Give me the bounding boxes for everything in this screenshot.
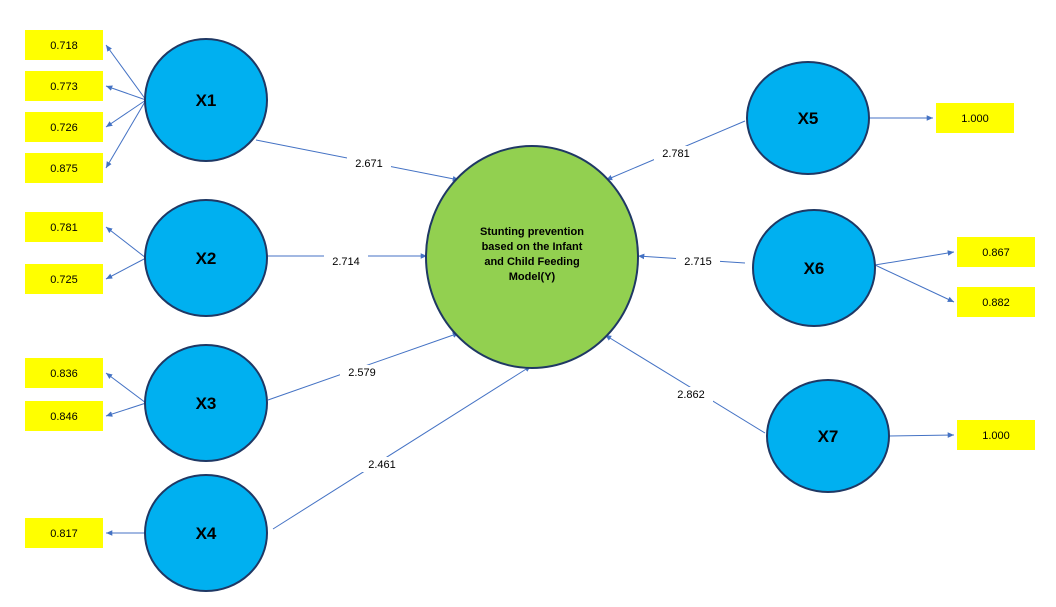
latent-label-x5: X5: [798, 109, 819, 128]
path-coefficient-x4: 2.461: [368, 459, 396, 471]
loading-arrow-x6-1: [874, 250, 955, 266]
latent-label-x6: X6: [804, 259, 825, 278]
loading-value-x3-2: 0.846: [50, 411, 78, 423]
loading-value-x6-1: 0.867: [982, 247, 1010, 259]
path-coefficient-x1: 2.671: [355, 158, 383, 170]
latent-node-x2: [144, 199, 268, 317]
latent-node-x4: [144, 474, 268, 592]
latent-node-x7: [766, 379, 890, 493]
path-coefficient-x6: 2.715: [684, 256, 712, 268]
loading-value-x1-1: 0.718: [50, 40, 78, 52]
latent-node-x3: [144, 344, 268, 462]
labels-layer: Stunting prevention based on the Infant an…: [50, 40, 1010, 543]
indicator-box-x1-2: [25, 71, 103, 101]
center-construct-label-line-1: Stunting prevention: [480, 226, 584, 238]
loading-value-x2-1: 0.781: [50, 222, 78, 234]
latent-node-x6: [752, 209, 876, 327]
loading-arrow-x7-1: [888, 432, 955, 438]
path-coefficient-bg-x2: [324, 254, 368, 269]
loading-value-x1-3: 0.726: [50, 122, 78, 134]
loading-value-x4-1: 0.817: [50, 528, 78, 540]
loading-arrow-x1-2: [105, 85, 147, 101]
path-coefficient-x7: 2.862: [677, 389, 705, 401]
indicator-box-x7-1: [957, 420, 1035, 450]
indicator-box-x1-4: [25, 153, 103, 183]
latent-label-x7: X7: [818, 427, 839, 446]
indicator-box-x2-1: [25, 212, 103, 242]
loading-arrow-x3-1: [105, 372, 147, 404]
path-coefficient-x3: 2.579: [348, 367, 376, 379]
path-coefficient-bg-x4: [360, 457, 404, 472]
loading-arrow-x3-2: [105, 402, 147, 417]
loading-value-x6-2: 0.882: [982, 297, 1010, 309]
path-coefficient-x5: 2.781: [662, 148, 690, 160]
loading-value-x7-1: 1.000: [982, 430, 1010, 442]
center-construct-node: [425, 145, 639, 369]
nodes-layer: [25, 30, 1035, 592]
loading-value-x2-2: 0.725: [50, 274, 78, 286]
center-construct-label-line-2: based on the Infant: [482, 241, 583, 253]
indicator-box-x1-1: [25, 30, 103, 60]
path-arrow-x4: [272, 365, 532, 530]
indicator-box-x4-1: [25, 518, 103, 548]
path-coefficient-bg-x1: [347, 156, 391, 171]
center-construct-label-line-3: and Child Feeding: [484, 256, 579, 268]
loading-arrow-x6-2: [874, 264, 955, 303]
latent-label-x1: X1: [196, 91, 217, 110]
indicator-box-x6-1: [957, 237, 1035, 267]
latent-node-x1: [144, 38, 268, 162]
indicator-box-x1-3: [25, 112, 103, 142]
path-coefficient-bg-x5: [654, 146, 698, 161]
center-construct-label-line-4: Model(Y): [509, 271, 556, 283]
latent-label-x3: X3: [196, 394, 217, 413]
path-coefficient-x2: 2.714: [332, 256, 360, 268]
loading-value-x1-4: 0.875: [50, 163, 78, 175]
path-arrow-x7: [604, 334, 766, 434]
indicator-box-x3-2: [25, 401, 103, 431]
indicator-box-x2-2: [25, 264, 103, 294]
path-coefficient-bg-x3: [340, 365, 384, 380]
latent-label-x2: X2: [196, 249, 217, 268]
loading-value-x1-2: 0.773: [50, 81, 78, 93]
loading-arrow-x1-1: [105, 44, 147, 101]
loading-arrow-x2-2: [105, 257, 147, 280]
loading-value-x5-1: 1.000: [961, 113, 989, 125]
loading-arrow-x2-1: [105, 226, 147, 259]
loading-arrow-x1-4: [105, 99, 147, 169]
path-coefficient-bg-x6: [676, 254, 720, 269]
path-coefficient-bg-x7: [669, 387, 713, 402]
indicator-box-x6-2: [957, 287, 1035, 317]
indicator-box-x5-1: [936, 103, 1014, 133]
latent-node-x5: [746, 61, 870, 175]
latent-label-x4: X4: [196, 524, 217, 543]
loading-value-x3-1: 0.836: [50, 368, 78, 380]
indicator-box-x3-1: [25, 358, 103, 388]
loading-arrow-x1-3: [105, 99, 147, 128]
